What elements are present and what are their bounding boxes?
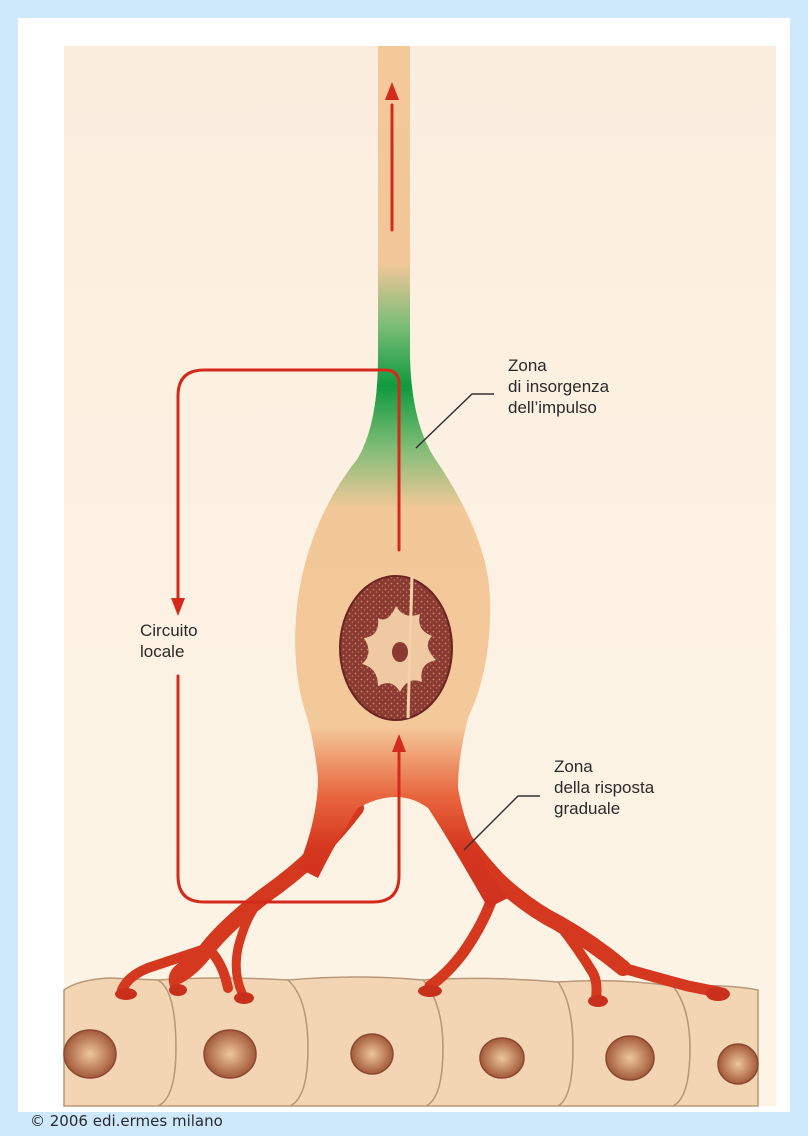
epithelial-layer	[64, 977, 758, 1106]
impulse-zone-label: Zona di insorgenza dell’impulso	[508, 355, 609, 418]
graded-zone-label: Zona della risposta graduale	[554, 756, 654, 819]
copyright-credit: © 2006 edi.ermes milano	[30, 1112, 223, 1130]
local-circuit-label: Circuito locale	[140, 620, 198, 662]
figure-frame: Zona di insorgenza dell’impulso Circuito…	[18, 18, 790, 1112]
neuron-diagram	[18, 18, 790, 1112]
nucleus	[340, 576, 452, 720]
